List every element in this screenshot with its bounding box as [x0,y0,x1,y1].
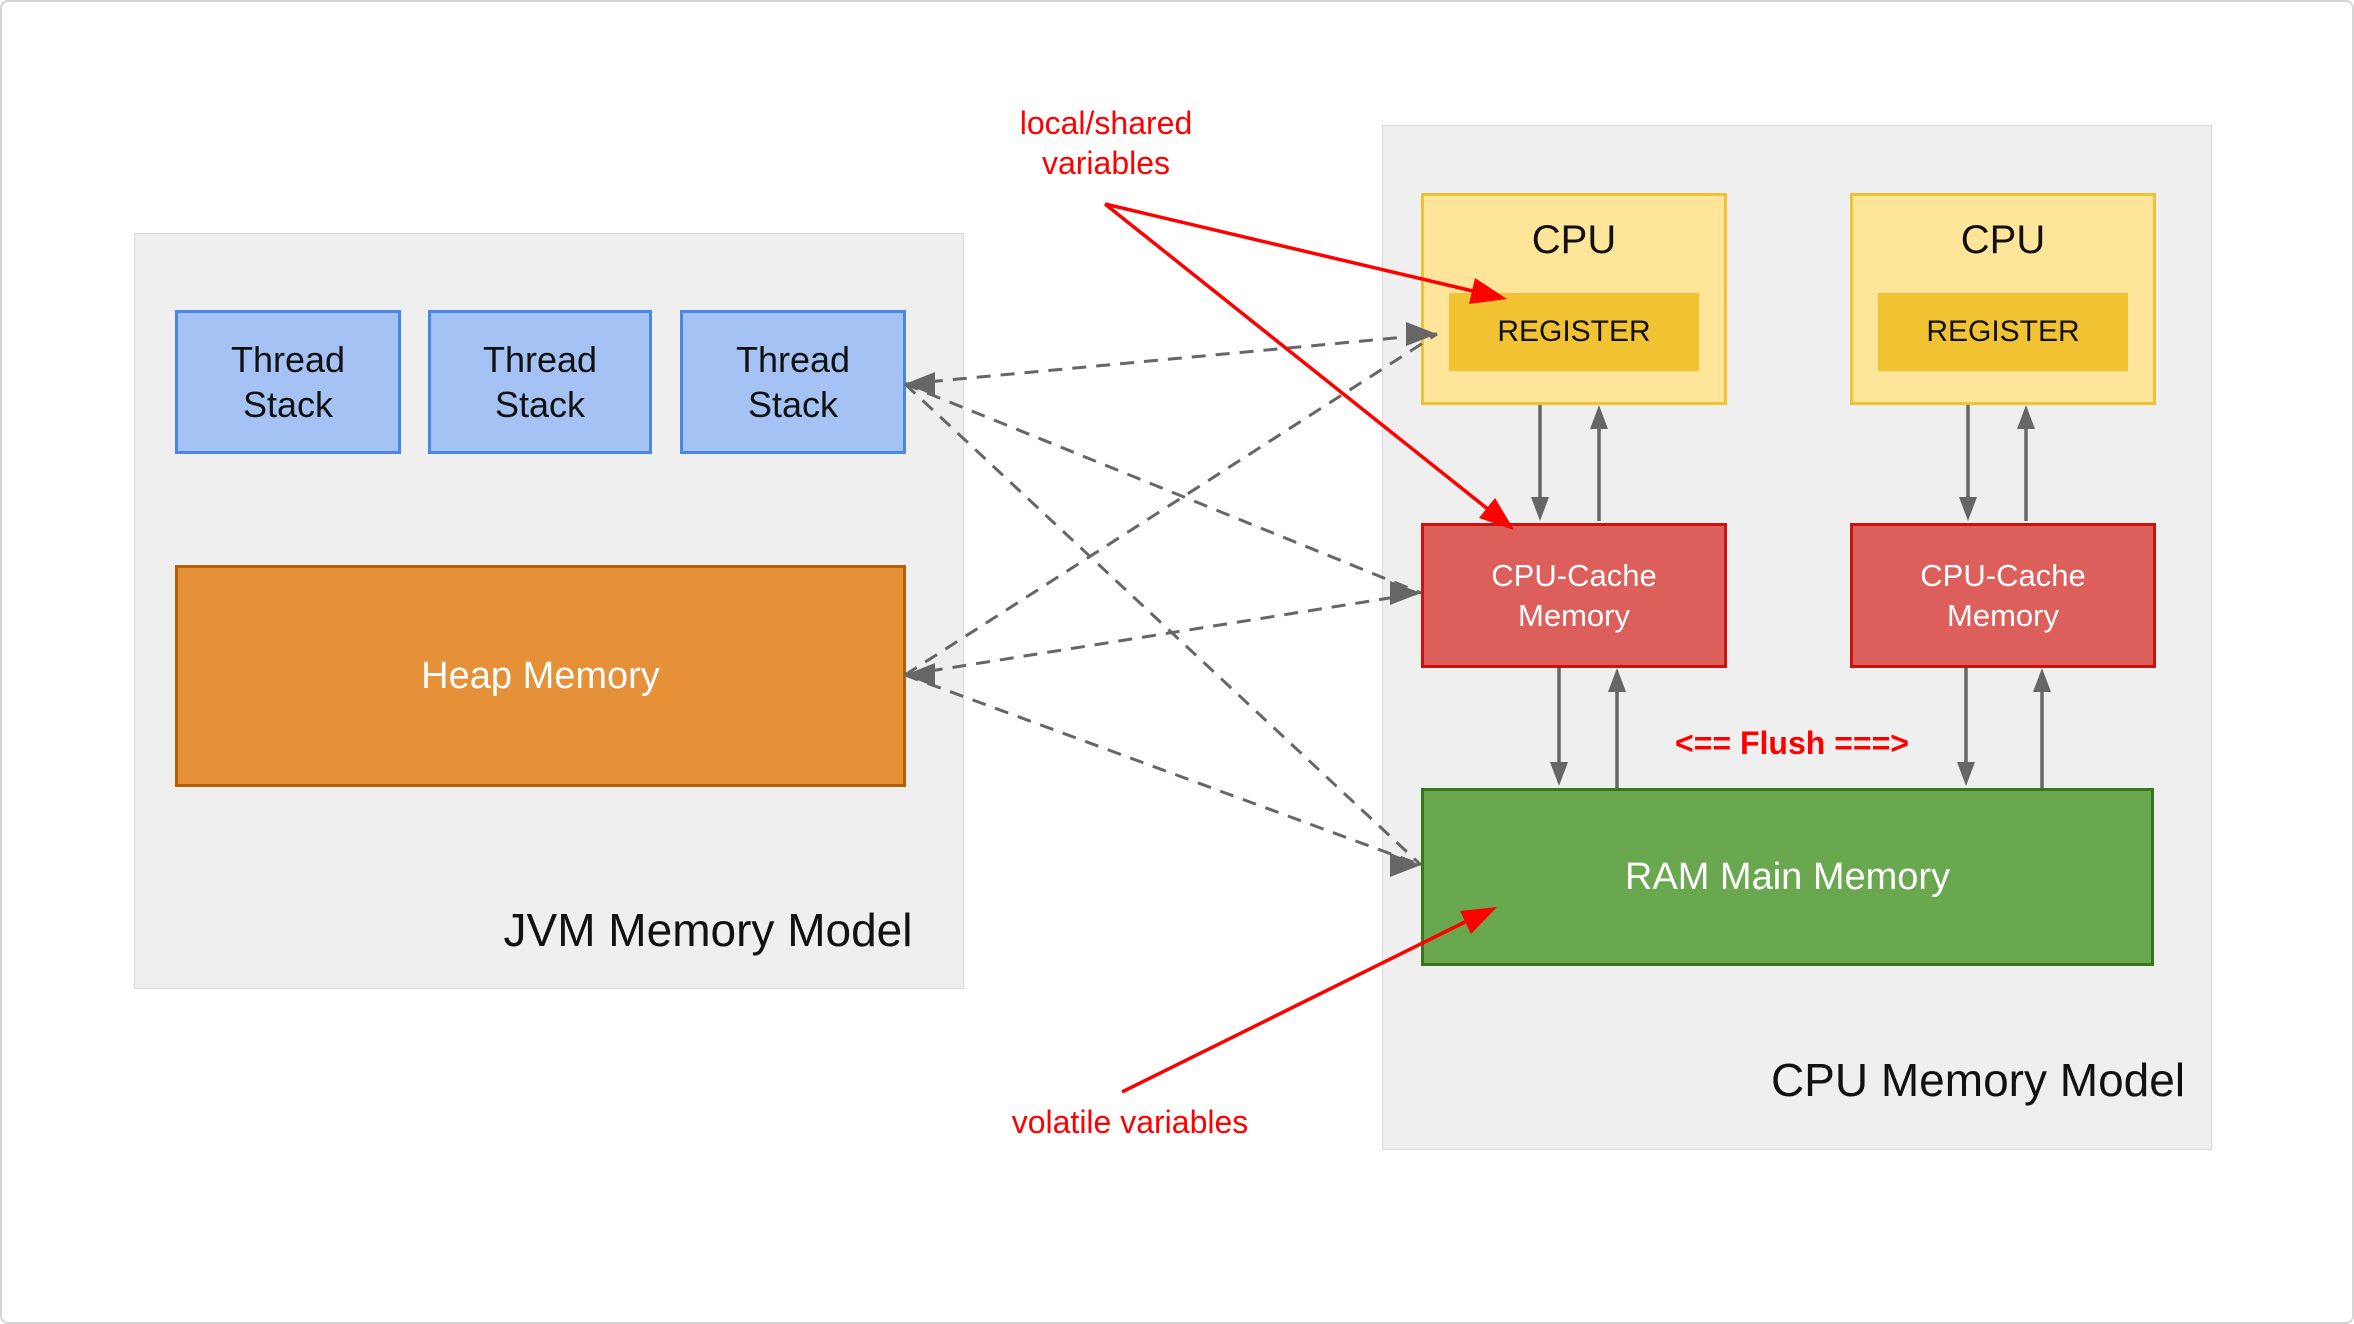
jvm-panel: Thread Stack Thread Stack Thread Stack H… [134,233,964,989]
flush-annotation: <== Flush ===> [1675,725,1909,761]
dashed-link-threadstack-ram [903,382,1423,867]
cpu-panel: CPU REGISTER CPU REGISTER CPU-Cache Memo… [1382,125,2212,1150]
thread-stack-label: Thread Stack [735,339,851,425]
dashed-link-threadstack-cache [904,382,1422,595]
thread-stack-box-1: Thread Stack [175,310,401,454]
cpu-label: CPU [1531,218,1617,262]
heap-memory-label: Heap Memory [421,654,660,697]
cpu-cache-label: CPU-Cache Memory [1491,557,1657,633]
cpu-panel-title: CPU Memory Model [1770,1054,2186,1106]
register-label: REGISTER [1926,315,2080,348]
thread-stack-label: Thread Stack [230,339,346,425]
thread-stack-box-2: Thread Stack [428,310,652,454]
cpu-label: CPU [1960,218,2046,262]
local-shared-line-2: variables [1041,145,1171,181]
local-shared-variables-annotation: local/shared variables [1020,103,1193,183]
local-shared-line-1: local/shared [1019,105,1193,141]
volatile-variables-annotation: volatile variables [1011,1104,1249,1140]
cpu-box-1: CPU REGISTER [1421,193,1727,405]
dashed-link-heap-register [904,332,1438,677]
register-box-1: REGISTER [1449,293,1699,371]
dashed-link-heap-cache [904,591,1422,677]
cpu-cache-box-2: CPU-Cache Memory [1850,523,2156,668]
register-box-2: REGISTER [1878,293,2128,371]
dashed-link-heap-ram [904,673,1422,867]
jvm-panel-title: JVM Memory Model [503,904,913,956]
dashed-arrows [903,322,1438,877]
dashed-link-threadstack-register [904,332,1438,386]
thread-stack-label: Thread Stack [482,339,598,425]
heap-memory-box: Heap Memory [175,565,906,787]
cpu-cache-box-1: CPU-Cache Memory [1421,523,1727,668]
register-label: REGISTER [1497,315,1651,348]
cpu-box-2: CPU REGISTER [1850,193,2156,405]
ram-main-memory-box: RAM Main Memory [1421,788,2154,966]
cpu-cache-label: CPU-Cache Memory [1920,557,2086,633]
ram-main-memory-label: RAM Main Memory [1624,855,1951,898]
thread-stack-box-3: Thread Stack [680,310,906,454]
